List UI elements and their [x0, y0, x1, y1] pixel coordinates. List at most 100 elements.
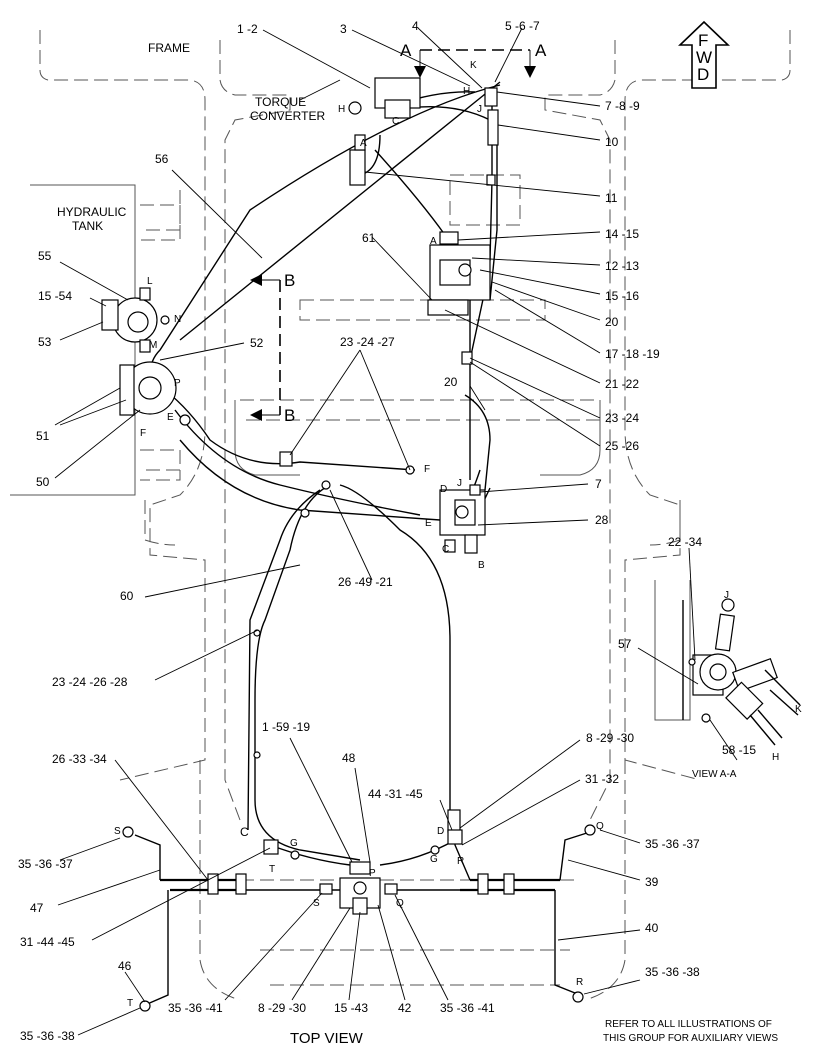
callout-60: 60	[120, 589, 134, 603]
port-c-top: C	[392, 116, 399, 127]
callout-61: 61	[362, 231, 376, 245]
callout-15-43: 15 -43	[334, 1001, 368, 1015]
port-t-end: T	[127, 998, 133, 1009]
callout-3: 3	[340, 22, 347, 36]
port-d-lower: D	[437, 826, 444, 837]
section-b-top-arrow	[250, 274, 262, 286]
fitting-5-6-7	[484, 87, 498, 107]
torque-converter-label-1: TORQUE	[255, 95, 306, 109]
callout-56: 56	[155, 152, 169, 166]
port-m: M	[149, 340, 157, 351]
port-g-left: G	[290, 838, 298, 849]
machine-frame-outline	[39, 30, 791, 1001]
port-k-view-aa: K	[795, 704, 802, 715]
view-aa-title: VIEW A-A	[692, 769, 737, 780]
callout-11: 11	[605, 191, 618, 205]
port-t-lower: T	[269, 864, 275, 875]
port-h-view-aa: H	[772, 752, 779, 763]
port-r-end: R	[576, 977, 583, 988]
callout-numbers: 1 -2 3 4 5 -6 -7 7 -8 -9 10 11 56 61 14 …	[18, 19, 756, 1043]
port-letters: H C K H J A A L M N P E F F D J E C B C …	[114, 60, 802, 1009]
torque-converter-label-2: CONVERTER	[250, 109, 325, 123]
port-a-filter: A	[360, 138, 367, 149]
callout-44-31-45: 44 -31 -45	[368, 787, 423, 801]
callout-20-center: 20	[444, 375, 458, 389]
callout-22-34: 22 -34	[668, 535, 702, 549]
callout-35-36-41-right: 35 -36 -41	[440, 1001, 495, 1015]
callout-53: 53	[38, 335, 52, 349]
port-c-center: C	[442, 544, 449, 555]
port-h-left: H	[338, 104, 345, 115]
callout-7-8-9: 7 -8 -9	[605, 99, 640, 113]
port-h-top: H	[463, 86, 470, 97]
filter-11	[349, 149, 366, 186]
port-k-top: K	[470, 60, 477, 71]
hydraulic-hoses	[134, 81, 591, 1006]
port-d-center: D	[440, 484, 447, 495]
callout-8-29-30-lower: 8 -29 -30	[258, 1001, 306, 1015]
section-a-right-arrow	[524, 66, 536, 78]
port-j-center: J	[457, 478, 462, 489]
callout-4: 4	[412, 19, 419, 33]
callout-15-54: 15 -54	[38, 289, 72, 303]
callout-1-2: 1 -2	[237, 22, 258, 36]
callout-52: 52	[250, 336, 264, 350]
view-a-a-detail	[654, 580, 801, 746]
callout-1-59-19: 1 -59 -19	[262, 720, 310, 734]
port-q-end: Q	[596, 821, 604, 832]
fwd-letter-f: F	[698, 31, 708, 50]
callout-50: 50	[36, 475, 50, 489]
port-e-left: E	[167, 412, 174, 423]
callout-5-6-7: 5 -6 -7	[505, 19, 540, 33]
callout-58-15: 58 -15	[722, 743, 756, 757]
section-a-right-label: A	[535, 41, 547, 60]
note-line-2: THIS GROUP FOR AUXILIARY VIEWS	[603, 1033, 778, 1044]
callout-23-24-26-28: 23 -24 -26 -28	[52, 675, 128, 689]
callout-39: 39	[645, 875, 659, 889]
frame-label: FRAME	[148, 41, 190, 55]
port-s-end: S	[114, 826, 121, 837]
port-a-pump: A	[430, 236, 437, 247]
callout-15-16: 15 -16	[605, 289, 639, 303]
section-a-left-label: A	[400, 41, 412, 60]
callout-28: 28	[595, 513, 609, 527]
callout-35-36-41-left: 35 -36 -41	[168, 1001, 223, 1015]
callout-42: 42	[398, 1001, 412, 1015]
port-g-right: G	[430, 854, 438, 865]
callout-8-29-30-upper: 8 -29 -30	[586, 731, 634, 745]
port-s-lower: S	[313, 898, 320, 909]
callout-21-22: 21 -22	[605, 377, 639, 391]
hydraulic-tank-label-1: HYDRAULIC	[57, 205, 127, 219]
note-line-1: REFER TO ALL ILLUSTRATIONS OF	[605, 1019, 772, 1030]
port-e-center: E	[425, 518, 432, 529]
callout-51: 51	[36, 429, 50, 443]
callout-23-24-27: 23 -24 -27	[340, 335, 395, 349]
callout-26-33-34: 26 -33 -34	[52, 752, 107, 766]
callout-35-36-37-right: 35 -36 -37	[645, 837, 700, 851]
port-q-lower: Q	[396, 898, 404, 909]
port-b-center: B	[478, 560, 485, 571]
callout-47: 47	[30, 901, 44, 915]
callout-14-15: 14 -15	[605, 227, 639, 241]
callout-25-26: 25 -26	[605, 439, 639, 453]
callout-57: 57	[618, 637, 632, 651]
callout-26-49-21: 26 -49 -21	[338, 575, 393, 589]
port-f-center: F	[424, 464, 430, 475]
hydraulic-tank-label-2: TANK	[72, 219, 103, 233]
port-r-lower: R	[457, 856, 464, 867]
port-l: L	[147, 276, 153, 287]
components	[101, 77, 596, 1012]
leader-lines	[54, 27, 738, 1036]
clamp-23-24-27	[279, 451, 293, 467]
callout-7-center: 7	[595, 477, 602, 491]
callout-35-36-38-right: 35 -36 -38	[645, 965, 700, 979]
forward-arrow: F W D	[678, 20, 730, 89]
callout-17-18-19: 17 -18 -19	[605, 347, 660, 361]
callout-35-36-38-left: 35 -36 -38	[20, 1029, 75, 1043]
port-n: N	[174, 314, 181, 325]
callout-12-13: 12 -13	[605, 259, 639, 273]
section-a-left-arrow	[414, 66, 426, 78]
valve-10	[487, 109, 499, 146]
callout-31-44-45: 31 -44 -45	[20, 935, 75, 949]
port-c-lower: C	[240, 825, 249, 839]
